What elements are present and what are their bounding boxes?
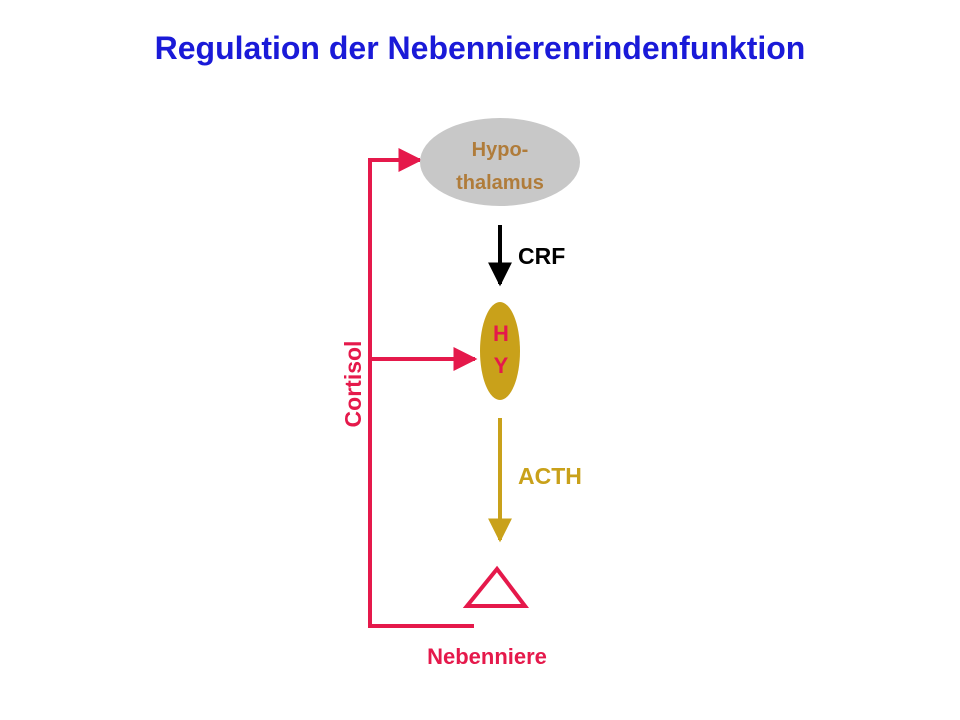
hypophyse-label-line2: Y — [494, 353, 509, 378]
acth-label: ACTH — [518, 463, 582, 489]
crf-label: CRF — [518, 243, 565, 269]
hypothalamus-label-line1: Hypo- — [472, 139, 529, 161]
hypothalamus-label-line2: thalamus — [456, 172, 544, 194]
nebenniere-label: Nebenniere — [427, 644, 547, 669]
cortisol-feedback-line — [368, 148, 474, 628]
slide-title: Regulation der Nebennierenrindenfunktion — [154, 30, 806, 66]
cortisol-label: Cortisol — [340, 341, 366, 428]
hypothalamus-node: Hypo- thalamus — [420, 118, 580, 206]
hypophyse-node: H Y — [480, 302, 520, 400]
hypophyse-label-line1: H — [493, 321, 509, 346]
nebenniere-triangle — [462, 565, 530, 608]
